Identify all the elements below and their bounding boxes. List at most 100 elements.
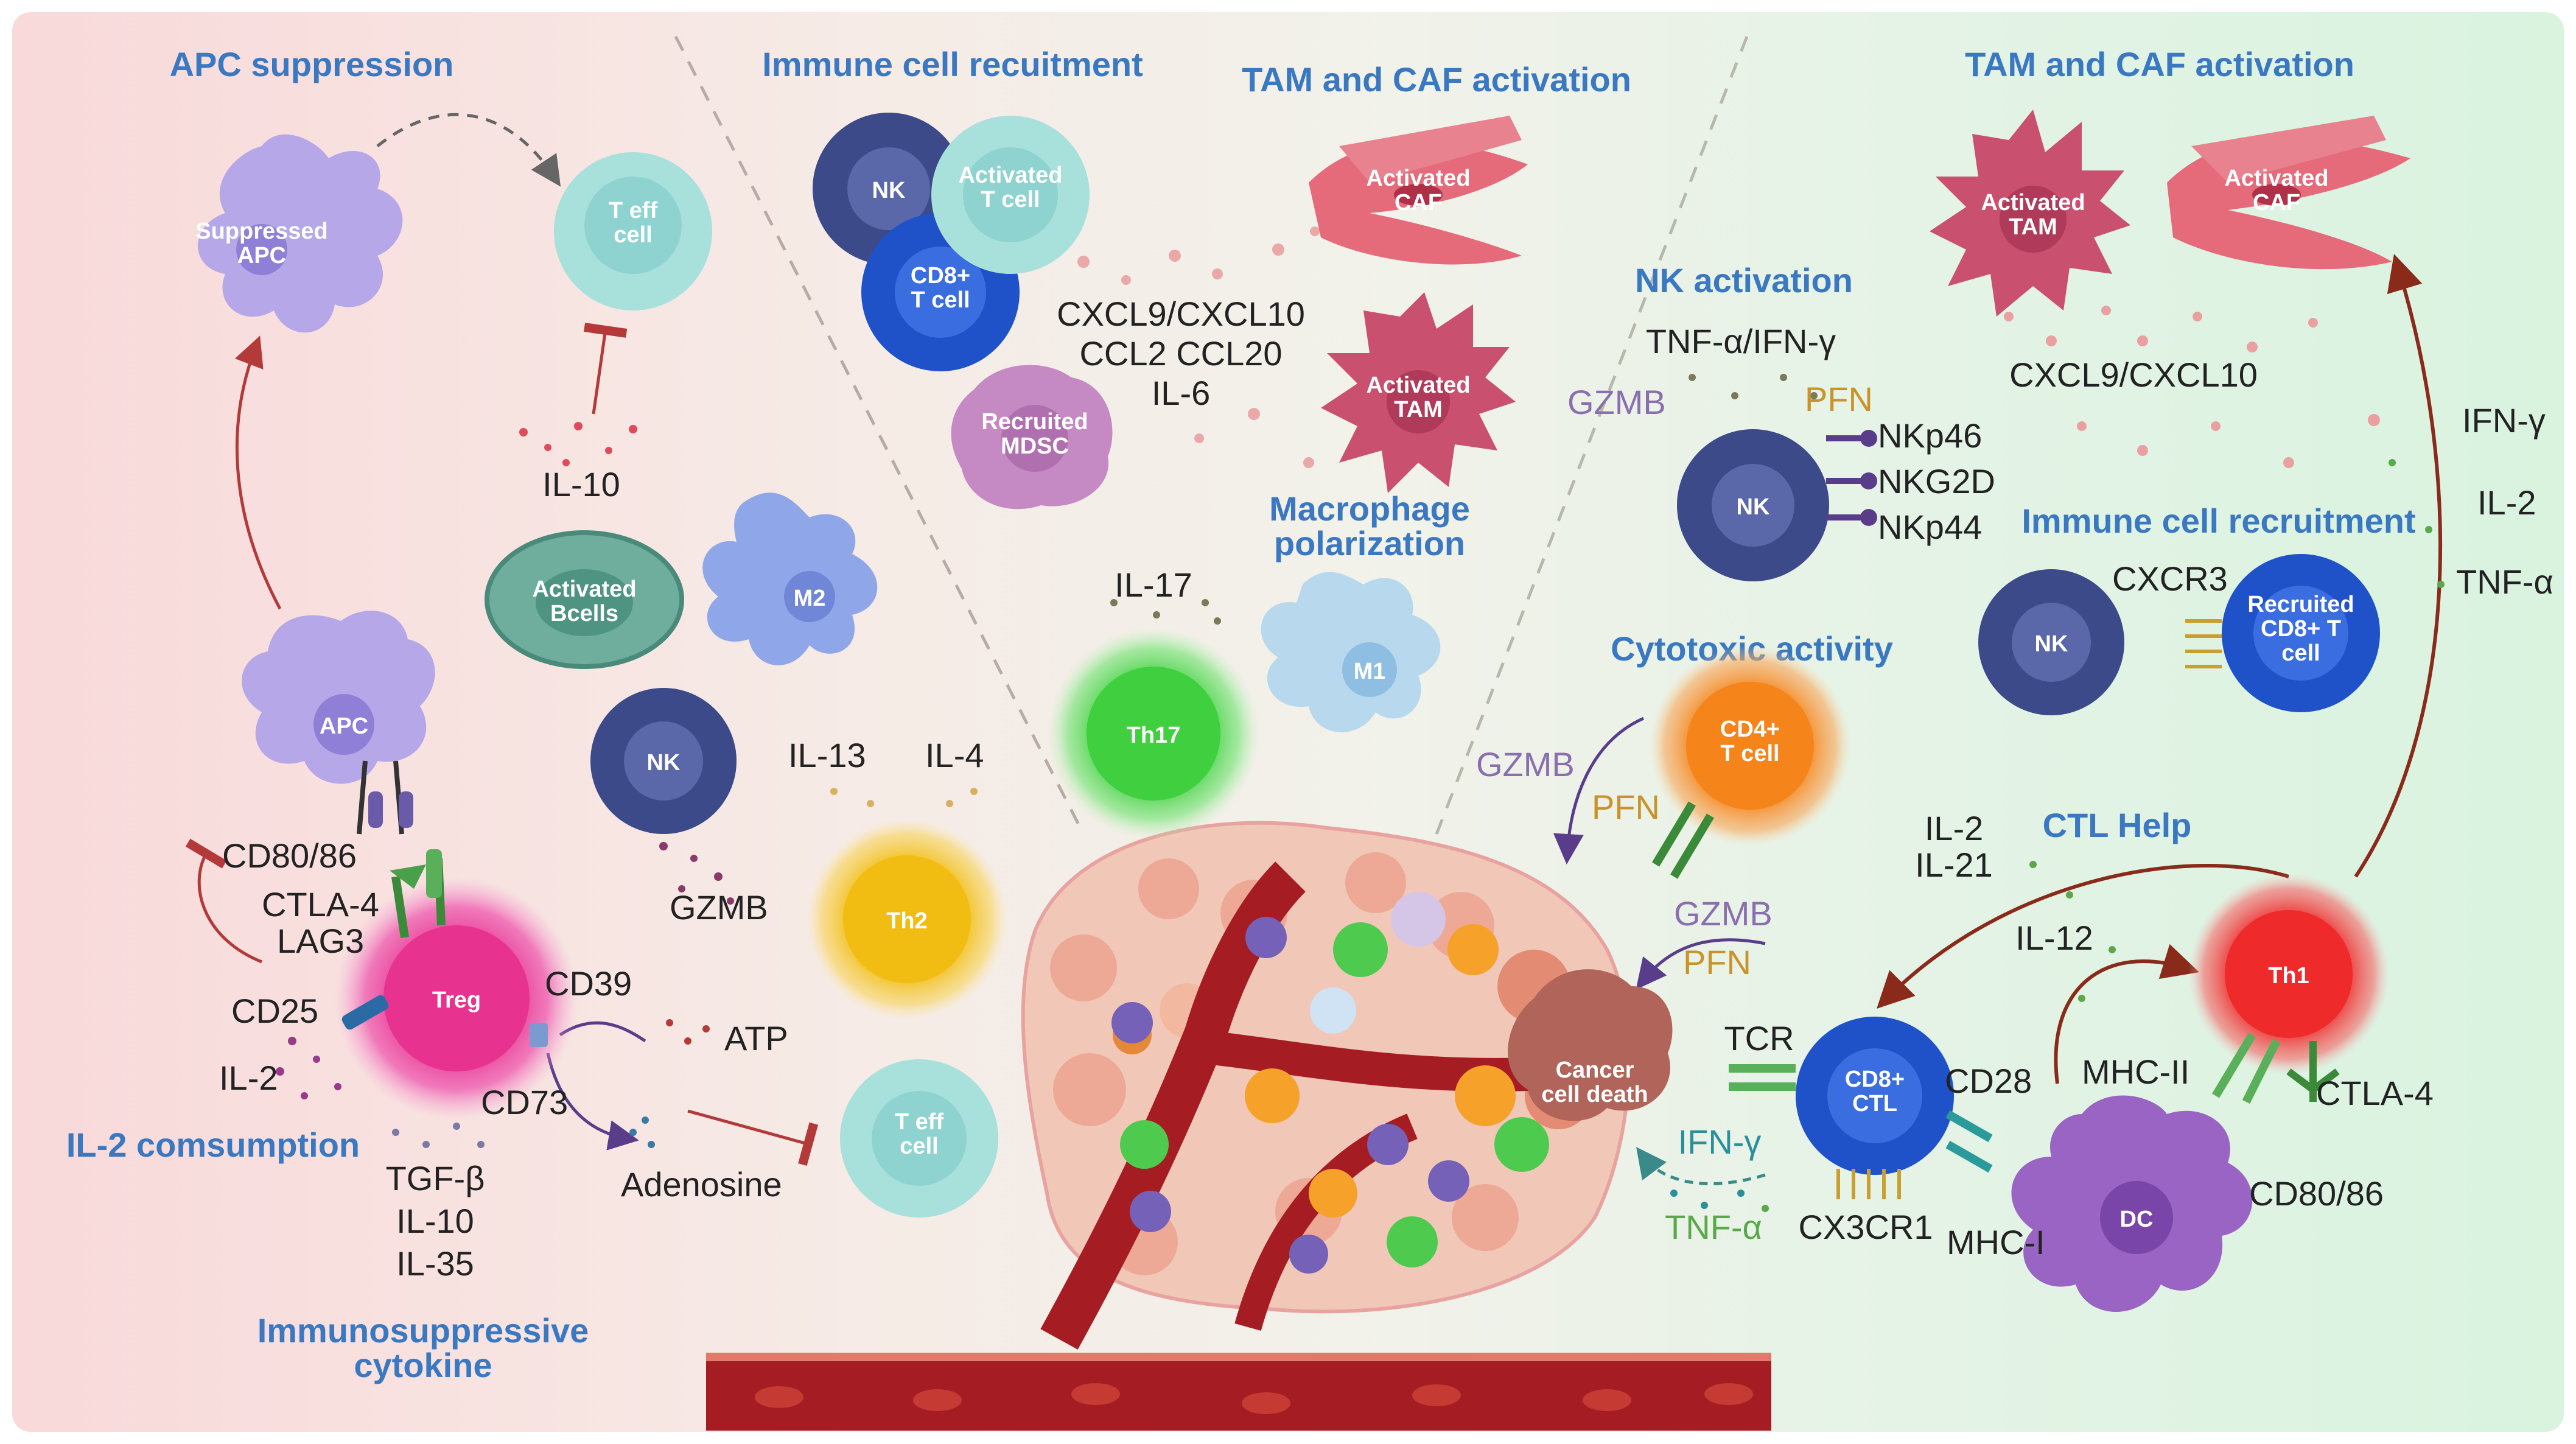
arrow-apc-to-suppressed — [234, 335, 282, 610]
th2-label: Th2 — [886, 908, 928, 934]
label-cxcl-right: CXCL9/CXCL10 — [2009, 356, 2258, 394]
label-cd80-86-right: CD80/86 — [2249, 1174, 2384, 1213]
mdsc-label-2: MDSC — [1001, 433, 1069, 459]
act-t-label-2: T cell — [981, 187, 1040, 212]
cd8-label-2: T cell — [911, 287, 970, 313]
rec-cd8-label-3: cell — [2281, 640, 2320, 666]
inhibit-treg-cd80 — [185, 838, 262, 964]
label-il21: IL-21 — [1915, 846, 1993, 884]
heading-immunosuppressive-1: Immunosuppressive — [257, 1311, 589, 1350]
divider-left — [674, 35, 1085, 835]
suppressed-apc-cell: Suppressed APC — [195, 134, 403, 333]
label-cd39: CD39 — [545, 964, 632, 1003]
rec-cd8-label-1: Recruited — [2247, 592, 2354, 617]
nk-cell-center: NK — [1677, 429, 1877, 581]
heading-il2-consumption: IL-2 comsumption — [66, 1126, 360, 1164]
heading-macrophage-1: Macrophage — [1269, 489, 1470, 528]
teff-top-label-1: T eff — [609, 198, 658, 223]
arrow-cd4-to-cancer — [1553, 717, 1645, 864]
m2-macrophage: M2 — [702, 492, 878, 665]
heading-immune-recruit-right: Immune cell recruitment — [2021, 502, 2415, 540]
label-il35: IL-35 — [396, 1244, 474, 1283]
tam-right-label-2: TAM — [2009, 214, 2057, 240]
m2-label: M2 — [794, 586, 826, 611]
mdsc-label-1: Recruited — [981, 409, 1088, 435]
treg-label: Treg — [432, 987, 481, 1013]
label-mhc1: MHC-I — [1947, 1223, 2045, 1261]
nk-right-label: NK — [2035, 631, 2068, 657]
treg-cell: Treg — [335, 849, 578, 1120]
tam-right-label-1: Activated — [1981, 190, 2085, 216]
th1-cell: Th1 — [2188, 874, 2389, 1104]
label-ifng-center: IFN-γ — [1678, 1123, 1762, 1161]
label-il2-left: IL-2 — [219, 1059, 278, 1097]
inhibit-adenosine-teff — [687, 1109, 819, 1166]
label-tnf-ifn: TNF-α/IFN-γ — [1646, 322, 1836, 360]
label-il4: IL-4 — [925, 736, 984, 774]
label-cd28: CD28 — [1945, 1062, 2032, 1100]
caf-right-label-1: Activated — [2224, 166, 2328, 191]
label-cx3cr1: CX3CR1 — [1799, 1208, 1933, 1246]
activated-caf-right: Activated CAF — [2167, 116, 2410, 270]
tam-mid-label-1: Activated — [1366, 373, 1470, 398]
label-tcr: TCR — [1724, 1019, 1794, 1057]
teff-bottom-label-2: cell — [900, 1134, 938, 1159]
heading-macrophage-2: polarization — [1274, 524, 1465, 563]
arrow-ifng-to-cancer — [1636, 1147, 1766, 1185]
nk-cell-left: NK — [590, 688, 737, 834]
cancer-label-2: cell death — [1541, 1082, 1648, 1107]
heading-tam-caf-mid: TAM and CAF activation — [1242, 60, 1631, 99]
recruited-cd8-cell: Recruited CD8+ T cell — [2185, 554, 2380, 712]
label-nkp44: NKp44 — [1878, 508, 1982, 546]
apc-label: APC — [320, 713, 368, 739]
heading-immunosuppressive-2: cytokine — [354, 1346, 492, 1384]
label-cxcr3: CXCR3 — [2112, 559, 2228, 598]
nk-left-label: NK — [647, 750, 681, 776]
label-il13: IL-13 — [788, 736, 866, 774]
label-il12: IL-12 — [2015, 919, 2093, 957]
label-cd25: CD25 — [231, 992, 318, 1030]
label-tnfa-right: TNF-α — [2456, 563, 2553, 601]
label-atp: ATP — [724, 1019, 788, 1057]
heading-nk-activation: NK activation — [1635, 261, 1853, 300]
label-cd80-86-left: CD80/86 — [222, 836, 357, 875]
label-tnfa-center: TNF-α — [1665, 1208, 1762, 1246]
th2-cell: Th2 — [807, 819, 1007, 1020]
label-cxcl-mid: CXCL9/CXCL10 — [1057, 295, 1305, 333]
arrow-th1-to-ctl — [1877, 864, 2289, 1009]
cd4-t-cell: CD4+ T cell — [1650, 645, 1850, 879]
activated-caf-mid: Activated CAF — [1309, 116, 1528, 265]
arrow-ctl-to-cancer — [1636, 938, 1766, 990]
nk-cell-right: NK — [1978, 569, 2124, 715]
arrow-dc-to-th1 — [2054, 944, 2199, 1084]
act-t-label-1: Activated — [958, 163, 1062, 188]
ctl-label-2: CTL — [1852, 1091, 1897, 1116]
cd4-label-2: T cell — [1720, 741, 1779, 766]
label-ifng-right: IFN-γ — [2462, 401, 2546, 440]
activated-bcells: Activated Bcells — [485, 530, 684, 669]
suppressed-apc-label-2: APC — [237, 243, 286, 268]
blood-vessel — [706, 1353, 1771, 1431]
label-ccl: CCL2 CCL20 — [1079, 334, 1282, 373]
m1-label: M1 — [1354, 659, 1386, 684]
label-il2-ctl: IL-2 — [1925, 809, 1984, 847]
heading-apc-suppression: APC suppression — [170, 45, 454, 83]
caf-mid-label-1: Activated — [1366, 166, 1470, 191]
nk-center-label: NK — [1737, 494, 1770, 520]
arrow-th1-to-tam-caf — [2354, 254, 2443, 878]
bcells-label-2: Bcells — [550, 601, 618, 626]
arrow-suppressed-to-teff — [376, 113, 561, 187]
m1-macrophage: M1 — [1261, 572, 1441, 732]
label-ctla4-right: CTLA-4 — [2316, 1074, 2434, 1112]
cd4-label-1: CD4+ — [1720, 717, 1780, 742]
cancer-label-1: Cancer — [1556, 1057, 1634, 1083]
activated-tam-mid: Activated TAM — [1321, 292, 1516, 493]
label-pfn-nk: PFN — [1805, 380, 1873, 418]
label-pfn-cd4: PFN — [1592, 788, 1660, 826]
label-gzmb-left: GZMB — [670, 888, 768, 927]
teff-cell-top: T eff cell — [554, 152, 712, 310]
divider-right — [1435, 36, 1749, 835]
dc-cell: DC — [2011, 1095, 2253, 1312]
label-lag3: LAG3 — [277, 922, 364, 960]
